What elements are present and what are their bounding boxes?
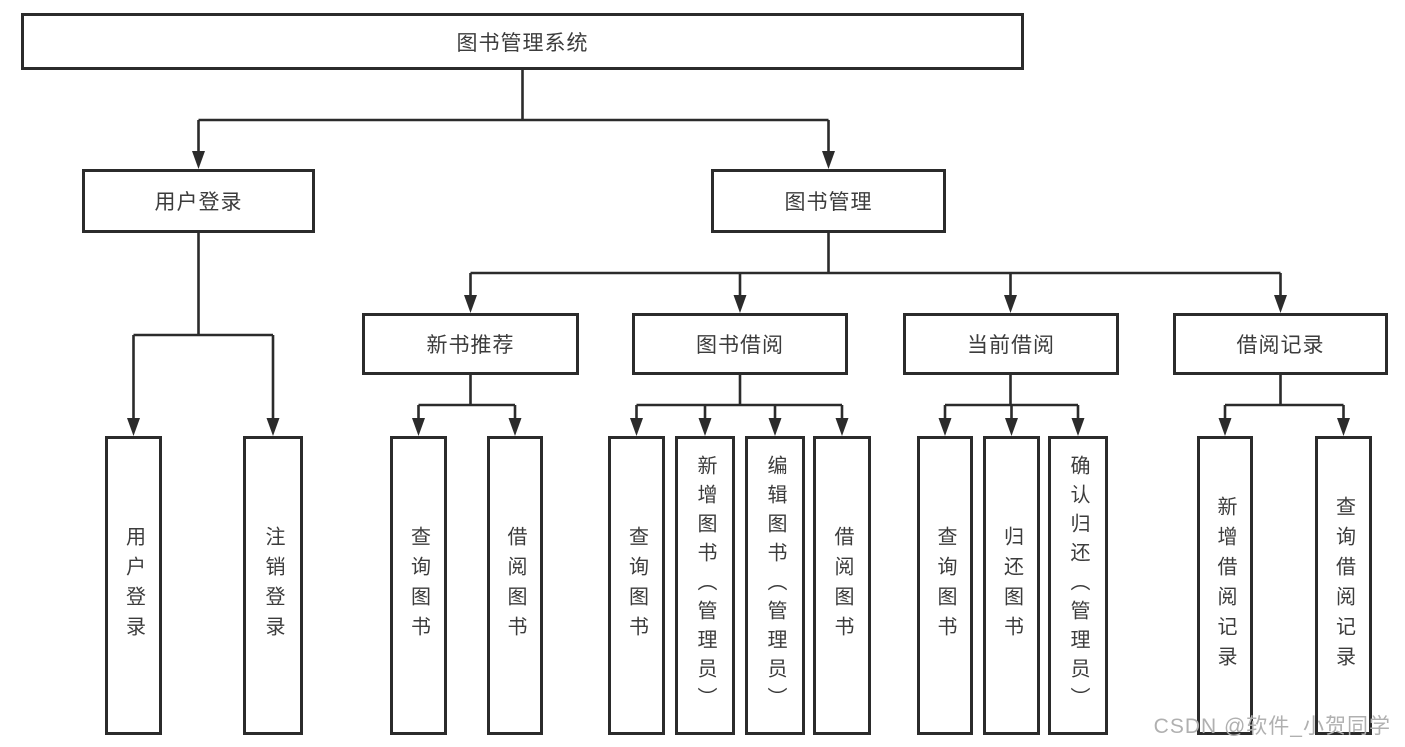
node-book-management: 图书管理 bbox=[711, 169, 946, 233]
node-user-login: 用户登录 bbox=[82, 169, 315, 233]
leaf-borrowing-add-books-admin: 新增图书（管理员） bbox=[675, 436, 735, 735]
node-library-management-system: 图书管理系统 bbox=[21, 13, 1024, 70]
leaf-current-query-books: 查询图书 bbox=[917, 436, 973, 735]
node-current-borrowing: 当前借阅 bbox=[903, 313, 1119, 375]
leaf-newbook-borrow-books: 借阅图书 bbox=[487, 436, 543, 735]
node-new-book-recommend: 新书推荐 bbox=[362, 313, 579, 375]
node-book-borrowing: 图书借阅 bbox=[632, 313, 848, 375]
leaf-newbook-query-books: 查询图书 bbox=[390, 436, 447, 735]
leaf-borrowing-query-books: 查询图书 bbox=[608, 436, 665, 735]
node-borrowing-records: 借阅记录 bbox=[1173, 313, 1388, 375]
leaf-borrowing-borrow-books: 借阅图书 bbox=[813, 436, 871, 735]
leaf-current-confirm-return-admin: 确认归还（管理员） bbox=[1048, 436, 1108, 735]
leaf-logout: 注销登录 bbox=[243, 436, 303, 735]
csdn-watermark: CSDN @软件_小贺同学 bbox=[1153, 715, 1391, 738]
leaf-current-return-books: 归还图书 bbox=[983, 436, 1040, 735]
leaf-records-query-record: 查询借阅记录 bbox=[1315, 436, 1372, 735]
leaf-records-add-record: 新增借阅记录 bbox=[1197, 436, 1253, 735]
leaf-borrowing-edit-books-admin: 编辑图书（管理员） bbox=[745, 436, 805, 735]
leaf-user-login: 用户登录 bbox=[105, 436, 162, 735]
